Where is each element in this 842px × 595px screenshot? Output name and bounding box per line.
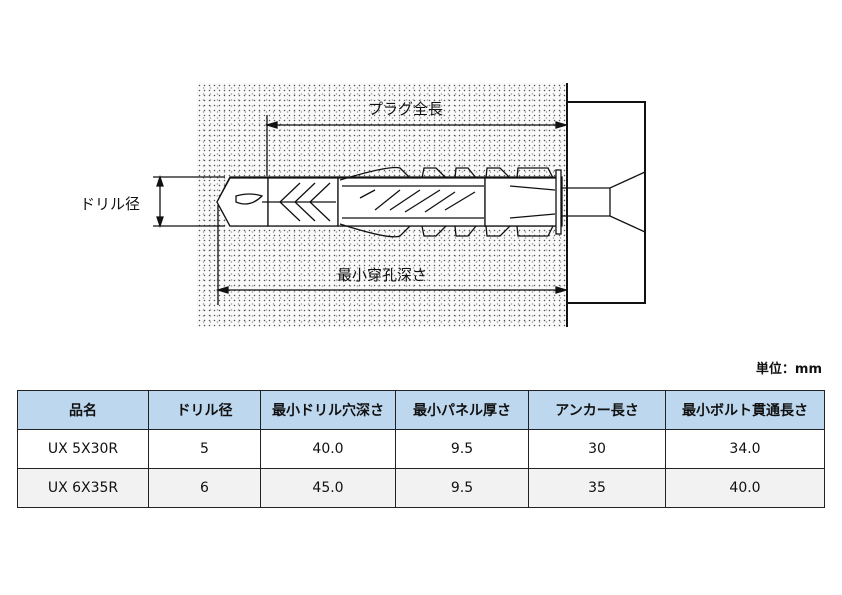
header-cell: アンカー長さ bbox=[528, 390, 666, 430]
table-cell: 5 bbox=[148, 429, 261, 469]
table-cell: UX 6X35R bbox=[17, 468, 149, 508]
min-hole-depth-label: 最小穿孔深さ bbox=[337, 266, 428, 284]
table-cell: 40.0 bbox=[260, 429, 396, 469]
header-cell: ドリル径 bbox=[148, 390, 261, 430]
anchor-diagram bbox=[153, 83, 646, 327]
table-cell: 30 bbox=[528, 429, 666, 469]
table-cell: 34.0 bbox=[665, 429, 825, 469]
table-header-row: 品名 ドリル径 最小ドリル穴深さ 最小パネル厚さ アンカー長さ 最小ボルト貫通長… bbox=[17, 390, 825, 430]
table-cell: 9.5 bbox=[395, 429, 529, 469]
header-cell: 最小ドリル穴深さ bbox=[260, 390, 396, 430]
header-cell: 最小ボルト貫通長さ bbox=[665, 390, 825, 430]
plug-length-label: プラグ全長 bbox=[368, 100, 444, 118]
drill-diameter-label: ドリル径 bbox=[80, 195, 141, 213]
table-cell: 35 bbox=[528, 468, 666, 508]
spec-table: 品名 ドリル径 最小ドリル穴深さ 最小パネル厚さ アンカー長さ 最小ボルト貫通長… bbox=[17, 390, 825, 508]
table-cell: 45.0 bbox=[260, 468, 396, 508]
table-row: UX 6X35R 6 45.0 9.5 35 40.0 bbox=[17, 468, 825, 508]
unit-label: 単位：mm bbox=[755, 362, 822, 377]
table-cell: 6 bbox=[148, 468, 261, 508]
table-cell: 40.0 bbox=[665, 468, 825, 508]
table-cell: 9.5 bbox=[395, 468, 529, 508]
table-row: UX 5X30R 5 40.0 9.5 30 34.0 bbox=[17, 429, 825, 469]
header-cell: 最小パネル厚さ bbox=[395, 390, 529, 430]
header-cell: 品名 bbox=[17, 390, 149, 430]
table-cell: UX 5X30R bbox=[17, 429, 149, 469]
